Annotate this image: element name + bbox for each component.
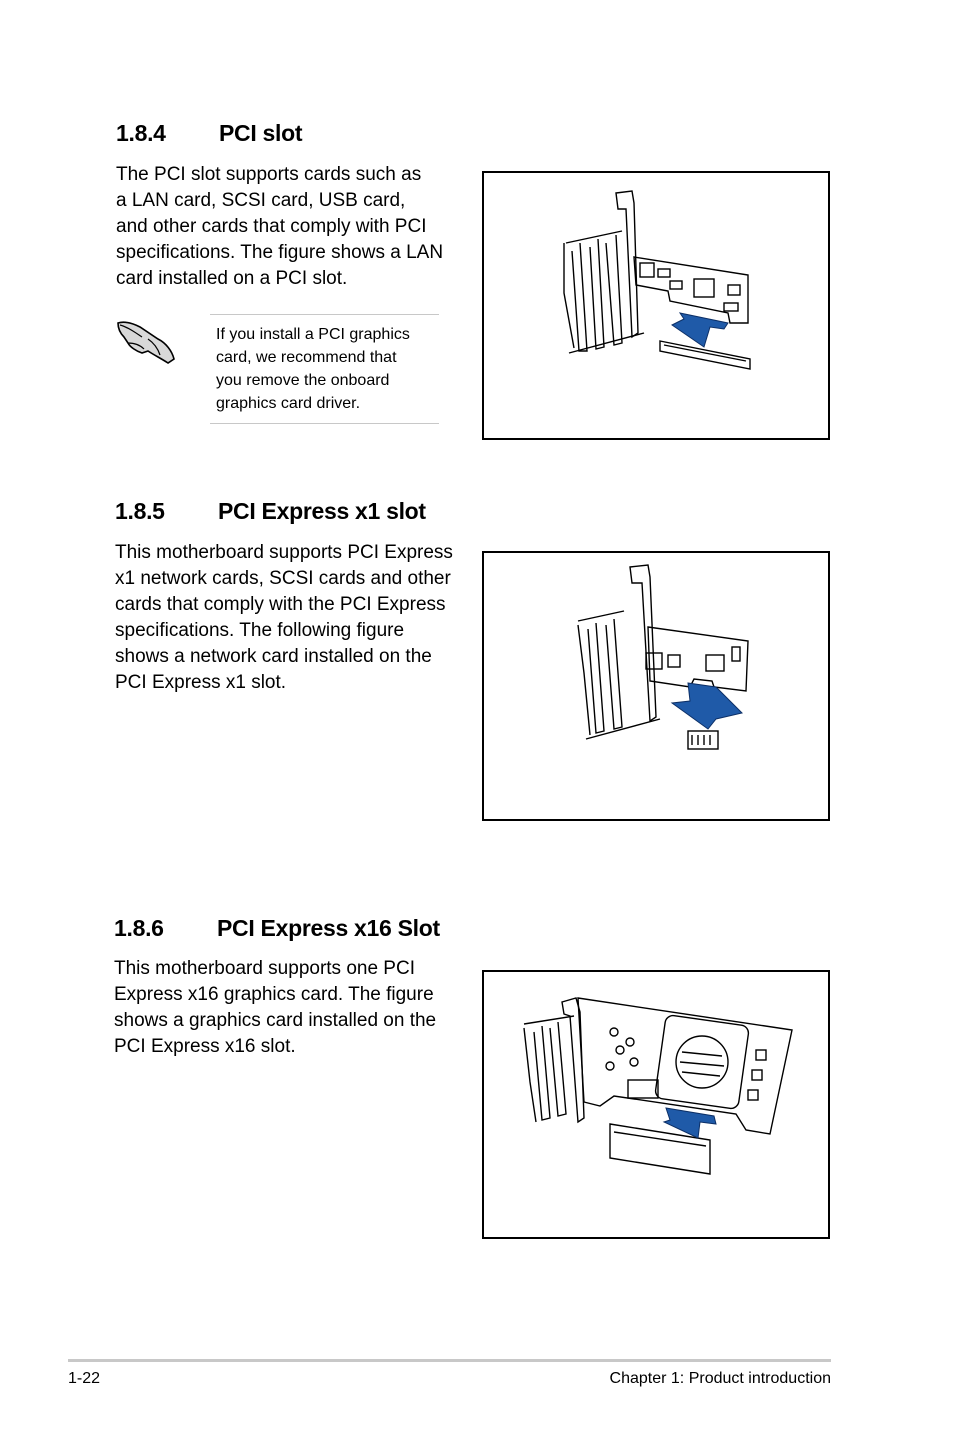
note-hand-icon [117,321,175,364]
section-body: The PCI slot supports cards such as a LA… [116,164,444,289]
section-number: 1.8.4 [116,120,166,146]
note-text: If you install a PCI graphics card, we r… [216,326,410,412]
note-box: If you install a PCI graphics card, we r… [210,314,439,424]
section-body: This motherboard supports PCI Express x1… [115,542,453,693]
figure-pcie-x1-card-installation [482,551,830,821]
footer-rule [68,1359,831,1362]
section-title: PCI slot [219,120,303,146]
section-title: PCI Express x16 Slot [217,915,440,941]
section-body: This motherboard supports one PCI Expres… [114,958,437,1057]
page-number: 1-22 [68,1370,101,1387]
chapter-title: Chapter 1: Product introduction [609,1370,831,1387]
figure-pci-card-installation [482,171,830,440]
section-number: 1.8.6 [114,915,164,941]
figure-pcie-x16-card-installation [482,970,830,1239]
section-title: PCI Express x1 slot [218,498,426,524]
section-number: 1.8.5 [115,498,165,524]
